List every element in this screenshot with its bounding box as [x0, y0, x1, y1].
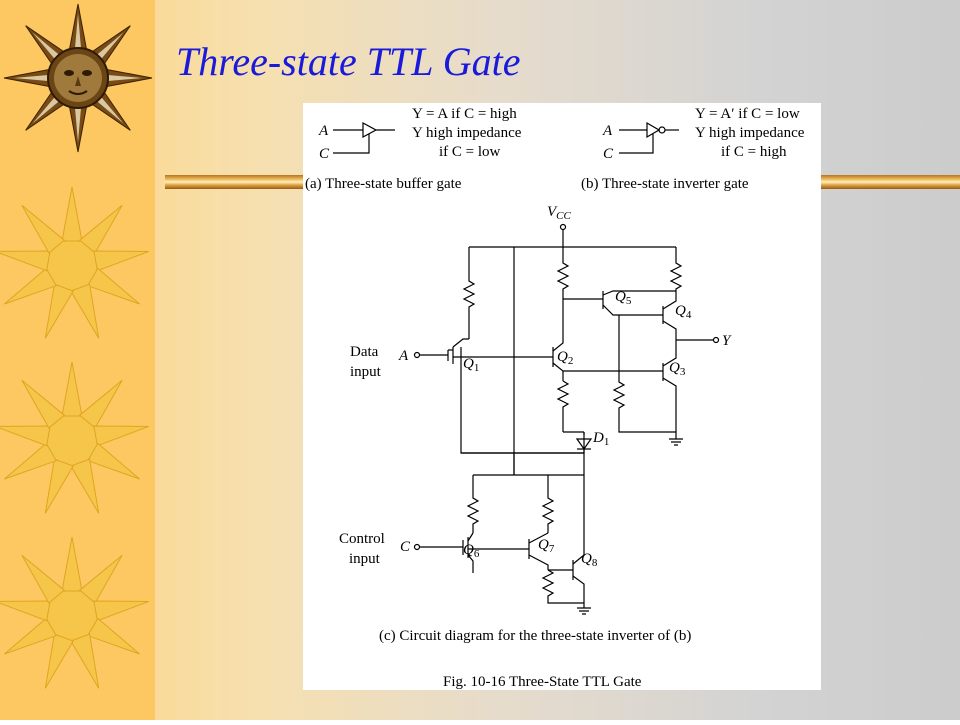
inverter-condition-1: Y = A′ if C = low: [695, 106, 800, 122]
inverter-input-a: A: [602, 123, 613, 139]
transistor-q7: Q7: [538, 537, 555, 555]
transistor-q5: Q5: [615, 289, 632, 307]
inverter-condition-2: Y high impedance: [695, 125, 805, 141]
transistor-q4: Q4: [675, 303, 692, 321]
buffer-caption: (a) Three-state buffer gate: [305, 176, 462, 192]
diode-d1: D1: [592, 430, 609, 448]
control-input-pin: C: [400, 539, 411, 555]
transistor-q1: Q1: [463, 356, 479, 374]
output-pin-y: Y: [722, 333, 732, 349]
buffer-condition-1: Y = A if C = high: [412, 106, 517, 122]
buffer-input-c: C: [319, 146, 330, 162]
title-rule-left: [165, 175, 305, 189]
data-input-label-1: Data: [350, 344, 379, 360]
transistor-q3: Q3: [669, 360, 686, 378]
left-decorative-band: [0, 0, 155, 720]
control-input-label-1: Control: [339, 531, 385, 547]
data-input-label-2: input: [350, 364, 382, 380]
data-input-pin: A: [398, 348, 409, 364]
transistor-q6: Q6: [463, 542, 480, 560]
buffer-input-a: A: [318, 123, 329, 139]
circuit-figure: A C Y = A if C = high Y high impedance i…: [303, 103, 821, 690]
transistor-q8: Q8: [581, 551, 598, 569]
sun-face-icon: [3, 3, 153, 153]
sun-icon: [0, 361, 149, 514]
sun-icon: [0, 186, 149, 339]
inverter-condition-3: if C = high: [721, 144, 787, 160]
circuit-caption: (c) Circuit diagram for the three-state …: [379, 628, 691, 644]
figure-caption: Fig. 10-16 Three-State TTL Gate: [443, 674, 642, 690]
slide-title: Three-state TTL Gate: [176, 39, 521, 84]
vcc-label: VCC: [547, 204, 572, 222]
sun-icon: [0, 536, 149, 689]
buffer-condition-3: if C = low: [439, 144, 501, 160]
inverter-input-c: C: [603, 146, 614, 162]
transistor-q2: Q2: [557, 349, 573, 367]
control-input-label-2: input: [349, 551, 381, 567]
inverter-caption: (b) Three-state inverter gate: [581, 176, 749, 192]
title-rule-right: [820, 175, 960, 189]
buffer-condition-2: Y high impedance: [412, 125, 522, 141]
